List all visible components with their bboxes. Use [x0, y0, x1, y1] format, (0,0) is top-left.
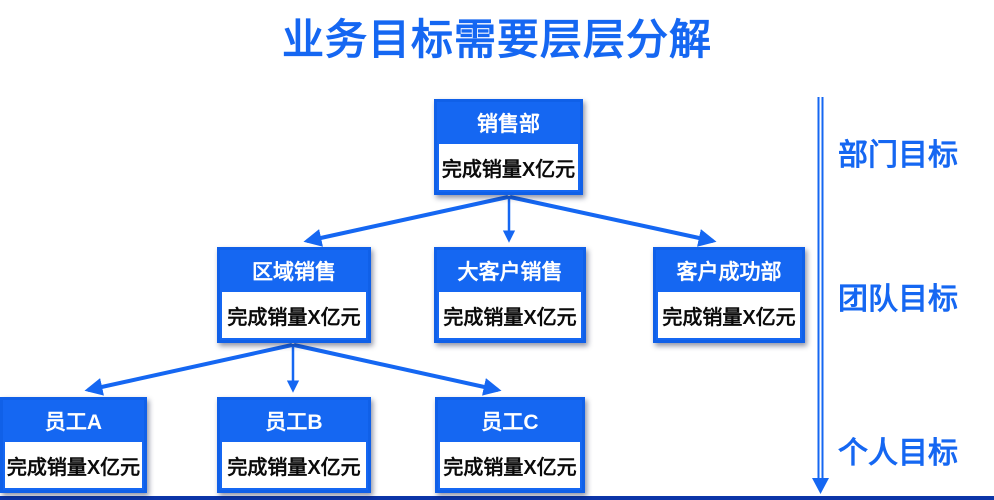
- edge-root-team-2: [509, 195, 717, 247]
- level-label-personal: 个人目标: [838, 437, 958, 470]
- level-label-department: 部门目标: [838, 139, 958, 172]
- bottom-baseline: [0, 496, 994, 500]
- org-node-goal: 完成销量X亿元: [439, 292, 581, 338]
- org-node-goal: 完成销量X亿元: [5, 442, 142, 488]
- org-node-title: 销售部: [437, 102, 580, 144]
- page-title: 业务目标需要层层分解: [281, 16, 712, 63]
- org-node-regional-sales: 区域销售 完成销量X亿元: [217, 247, 371, 343]
- org-node-goal: 完成销量X亿元: [440, 442, 580, 488]
- org-node-employee-c: 员工C 完成销量X亿元: [435, 397, 585, 493]
- org-node-title: 员工A: [3, 400, 144, 442]
- level-axis-arrow-icon: [812, 478, 829, 494]
- org-node-employee-b: 员工B 完成销量X亿元: [217, 397, 371, 493]
- org-node-title: 员工B: [220, 400, 368, 442]
- org-node-goal: 完成销量X亿元: [658, 292, 800, 338]
- org-node-title: 客户成功部: [656, 250, 802, 292]
- org-node-title: 大客户销售: [437, 250, 583, 292]
- org-node-goal: 完成销量X亿元: [222, 292, 366, 338]
- org-node-title: 员工C: [438, 400, 582, 442]
- org-node-sales-dept: 销售部 完成销量X亿元: [434, 99, 583, 195]
- org-node-key-account-sales: 大客户销售 完成销量X亿元: [434, 247, 586, 343]
- edge-team0-member-2: [293, 343, 502, 396]
- edge-team0-member-0: [84, 343, 293, 396]
- level-label-team: 团队目标: [838, 283, 958, 316]
- edge-root-team-0: [303, 195, 509, 247]
- org-node-employee-a: 员工A 完成销量X亿元: [0, 397, 147, 493]
- org-node-title: 区域销售: [220, 250, 368, 292]
- org-node-goal: 完成销量X亿元: [222, 442, 366, 488]
- org-node-goal: 完成销量X亿元: [439, 144, 578, 190]
- org-node-customer-success: 客户成功部 完成销量X亿元: [653, 247, 805, 343]
